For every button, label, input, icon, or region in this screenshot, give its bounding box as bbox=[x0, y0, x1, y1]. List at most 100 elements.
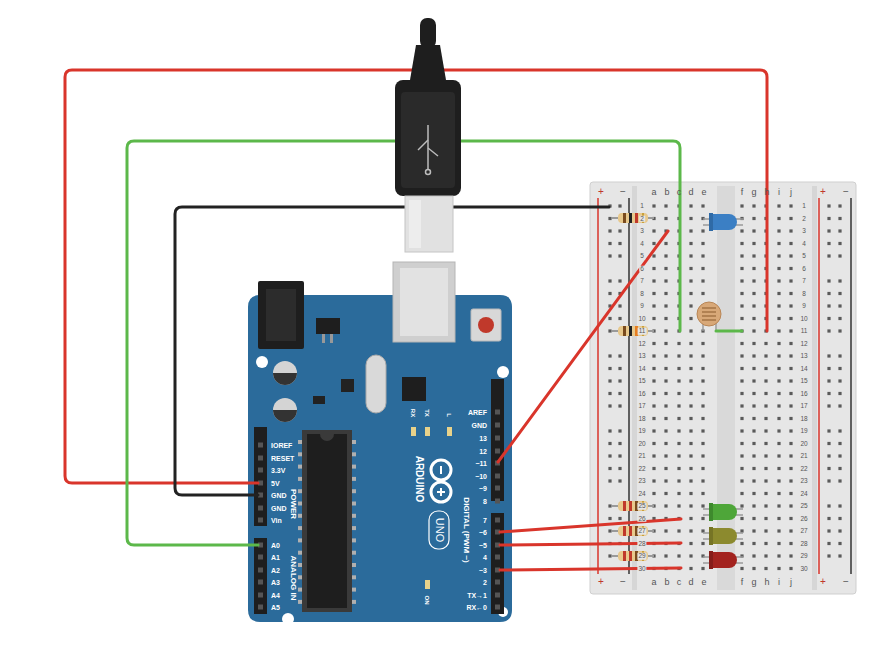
breadboard-hole bbox=[608, 279, 611, 282]
row-number: 2 bbox=[801, 215, 807, 222]
chip-pin bbox=[352, 465, 356, 469]
pin-label: GND bbox=[471, 422, 487, 429]
breadboard-hole bbox=[664, 467, 667, 470]
breadboard-hole bbox=[689, 492, 692, 495]
row-number: 25 bbox=[799, 503, 808, 510]
rail-sign: + bbox=[820, 187, 826, 197]
led-label: RX bbox=[410, 409, 416, 417]
breadboard-hole bbox=[740, 354, 743, 357]
pin-label: ~11 bbox=[476, 460, 488, 467]
breadboard-hole bbox=[652, 467, 655, 470]
breadboard-hole bbox=[752, 317, 755, 320]
breadboard-hole bbox=[827, 454, 830, 457]
led bbox=[711, 214, 737, 230]
breadboard-hole bbox=[777, 379, 780, 382]
chip-pin bbox=[352, 502, 356, 506]
resistor bbox=[623, 526, 626, 536]
breadboard-hole bbox=[777, 567, 780, 570]
breadboard-hole bbox=[618, 304, 621, 307]
breadboard-hole bbox=[608, 254, 611, 257]
pin-label: 2 bbox=[483, 579, 487, 586]
breadboard-hole bbox=[764, 392, 767, 395]
pin-header bbox=[491, 513, 504, 614]
breadboard-hole bbox=[618, 354, 621, 357]
breadboard-hole bbox=[664, 267, 667, 270]
breadboard-hole bbox=[740, 304, 743, 307]
breadboard-hole bbox=[618, 204, 621, 207]
led-label: TX bbox=[424, 409, 430, 417]
row-number: 28 bbox=[799, 540, 808, 547]
wire bbox=[65, 70, 767, 570]
usb-port bbox=[400, 268, 448, 336]
breadboard bbox=[628, 198, 630, 574]
breadboard-hole bbox=[689, 317, 692, 320]
breadboard-hole bbox=[838, 517, 841, 520]
breadboard-hole bbox=[652, 392, 655, 395]
breadboard-hole bbox=[752, 442, 755, 445]
row-number: 9 bbox=[801, 303, 807, 310]
power-jack bbox=[258, 281, 304, 349]
breadboard-hole bbox=[652, 292, 655, 295]
breadboard-hole bbox=[777, 517, 780, 520]
row-number: 16 bbox=[637, 390, 646, 397]
chip-pin bbox=[298, 575, 302, 579]
header-hole bbox=[258, 580, 263, 585]
pin-label: ~3 bbox=[479, 567, 487, 574]
breadboard-hole bbox=[764, 354, 767, 357]
breadboard-hole bbox=[827, 367, 830, 370]
breadboard-hole bbox=[789, 379, 792, 382]
breadboard-hole bbox=[838, 329, 841, 332]
header-hole bbox=[258, 456, 263, 461]
breadboard bbox=[812, 186, 817, 590]
rail-sign: + bbox=[598, 577, 604, 587]
breadboard-hole bbox=[652, 317, 655, 320]
pin-label: RESET bbox=[271, 455, 294, 462]
breadboard-hole bbox=[652, 429, 655, 432]
breadboard-hole bbox=[752, 417, 755, 420]
breadboard-hole bbox=[652, 242, 655, 245]
breadboard-hole bbox=[701, 492, 704, 495]
microcontroller bbox=[302, 430, 352, 612]
breadboard-hole bbox=[608, 354, 611, 357]
column-letter: a bbox=[651, 578, 656, 587]
row-number: 23 bbox=[637, 478, 646, 485]
chip-pin bbox=[352, 551, 356, 555]
breadboard-hole bbox=[689, 392, 692, 395]
breadboard-hole bbox=[764, 567, 767, 570]
breadboard-hole bbox=[652, 379, 655, 382]
capacitor bbox=[273, 361, 297, 422]
breadboard-hole bbox=[689, 329, 692, 332]
column-letter: g bbox=[751, 578, 756, 587]
breadboard-hole bbox=[664, 392, 667, 395]
breadboard-hole bbox=[740, 442, 743, 445]
breadboard-hole bbox=[752, 342, 755, 345]
breadboard-hole bbox=[618, 367, 621, 370]
breadboard bbox=[818, 198, 820, 574]
breadboard-hole bbox=[764, 442, 767, 445]
breadboard-hole bbox=[608, 442, 611, 445]
breadboard-hole bbox=[689, 354, 692, 357]
breadboard-hole bbox=[789, 404, 792, 407]
breadboard-hole bbox=[677, 554, 680, 557]
breadboard-hole bbox=[827, 204, 830, 207]
breadboard-hole bbox=[689, 529, 692, 532]
pin-label: TX→1 bbox=[467, 592, 487, 599]
header-hole bbox=[258, 555, 263, 560]
breadboard-hole bbox=[752, 267, 755, 270]
photoresistor bbox=[702, 308, 716, 320]
row-number: 23 bbox=[799, 478, 808, 485]
breadboard-hole bbox=[677, 467, 680, 470]
breadboard-hole bbox=[838, 379, 841, 382]
breadboard-hole bbox=[752, 429, 755, 432]
row-number: 9 bbox=[639, 303, 645, 310]
breadboard-hole bbox=[608, 517, 611, 520]
breadboard-hole bbox=[838, 392, 841, 395]
breadboard-hole bbox=[608, 242, 611, 245]
breadboard-hole bbox=[740, 254, 743, 257]
breadboard-hole bbox=[689, 567, 692, 570]
breadboard-hole bbox=[752, 467, 755, 470]
header-hole bbox=[495, 423, 500, 428]
resistor bbox=[612, 326, 654, 336]
breadboard-hole bbox=[764, 504, 767, 507]
breadboard-hole bbox=[789, 254, 792, 257]
